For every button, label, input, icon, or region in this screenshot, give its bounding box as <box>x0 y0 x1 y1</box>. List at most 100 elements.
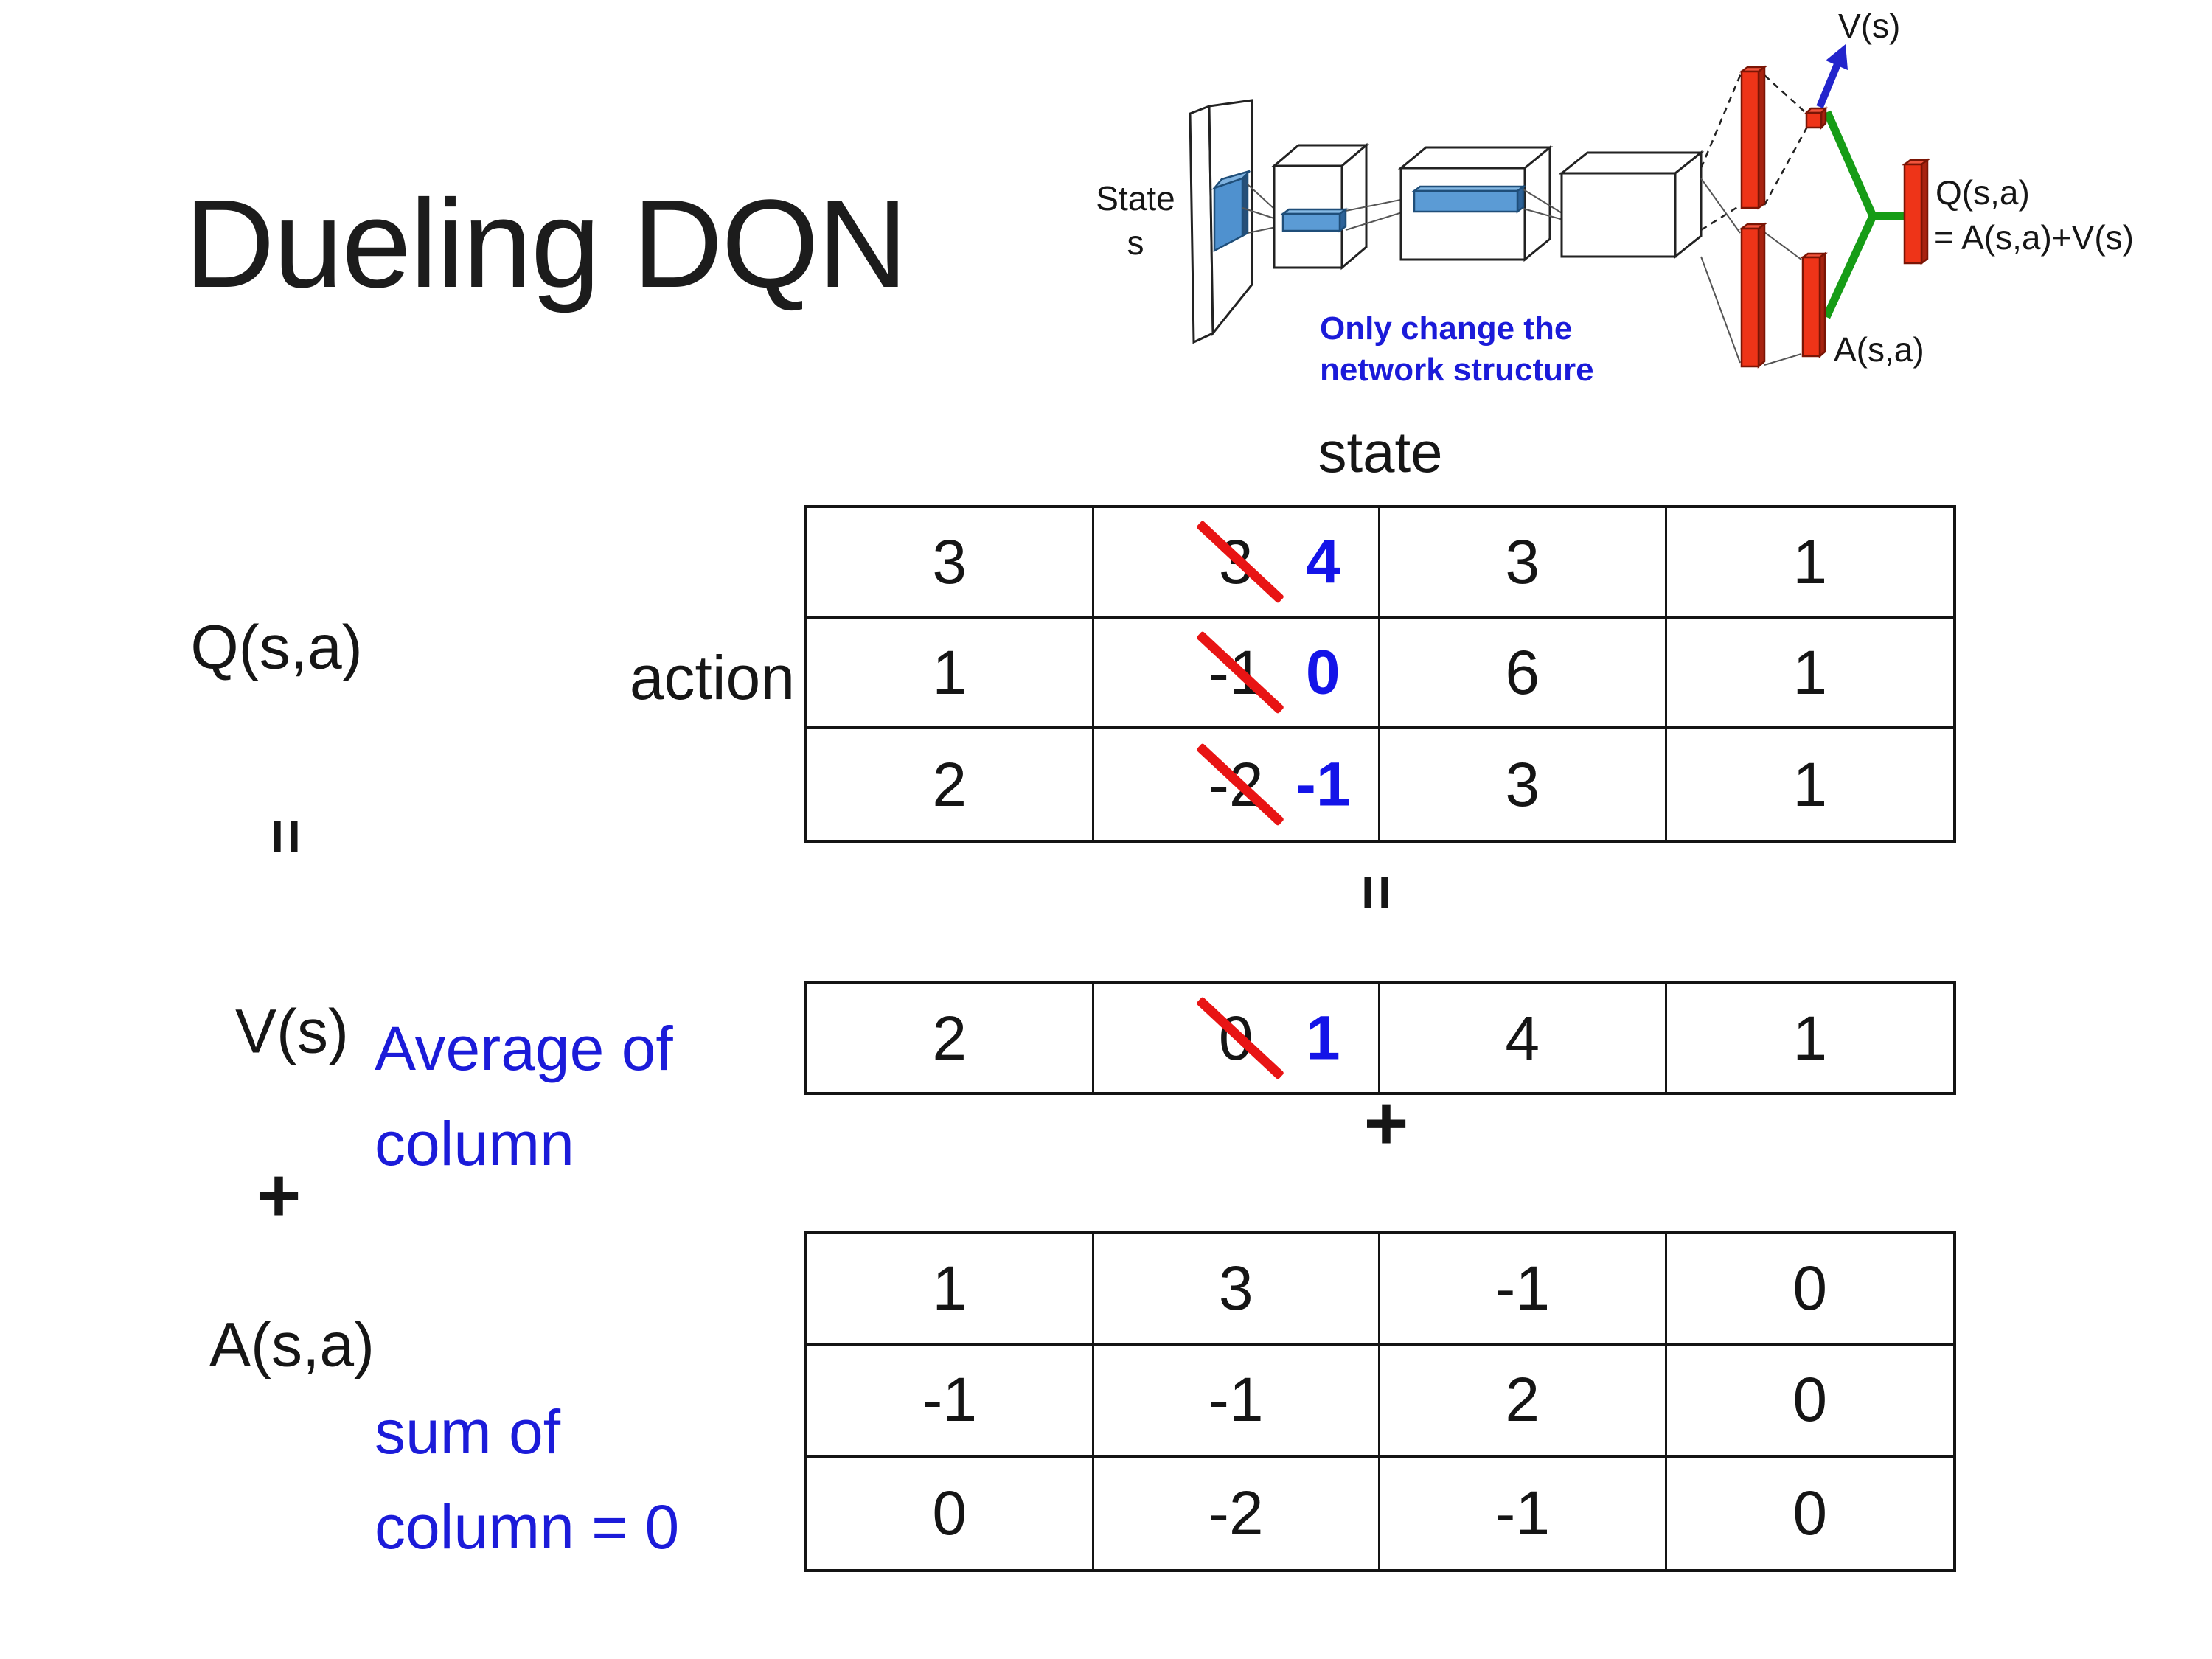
equals-center: = <box>1342 874 1412 911</box>
q-output-label: Q(s,a) <box>1935 173 2030 212</box>
cell-value: 3 <box>1505 526 1540 597</box>
table-cell: 6 <box>1380 619 1667 729</box>
cell-value: 1 <box>932 1253 967 1324</box>
cell-value: -1 <box>1495 1478 1551 1548</box>
conv-box1-side <box>1340 142 1368 271</box>
a-output-label: A(s,a) <box>1834 330 1924 369</box>
cell-value: 1 <box>1792 749 1828 819</box>
a-annotation: sum of column = 0 <box>375 1385 679 1576</box>
table-cell: 1 <box>1667 984 1954 1092</box>
solid-connector <box>1764 232 1802 260</box>
aggregator-green-y <box>1823 110 1877 319</box>
v-matrix-label: V(s) <box>235 996 349 1066</box>
dashed-connector <box>1764 74 1806 114</box>
table-cell: 2 <box>1380 1346 1667 1458</box>
solid-connector <box>1764 353 1802 366</box>
table-cell: -2 <box>1094 1457 1380 1569</box>
cell-value: 0 <box>1792 1253 1828 1324</box>
advantage-bar <box>1801 256 1821 358</box>
table-cell: 1 <box>1666 619 1953 729</box>
cell-value: -2 <box>1208 1478 1264 1548</box>
table-cell: 0 <box>1666 1234 1953 1346</box>
table-cell: -2-1 <box>1094 729 1380 840</box>
cell-value: 1 <box>1792 526 1828 597</box>
dashed-connector <box>1763 126 1809 206</box>
cell-value: 3 <box>932 526 967 597</box>
state-value-table: 2 01 4 1 <box>804 981 1956 1095</box>
cell-value: 2 <box>932 1003 967 1073</box>
cell-value: -1 <box>922 1365 978 1435</box>
fan-line <box>1523 208 1564 220</box>
table-cell: 2 <box>807 729 1094 840</box>
cell-value: -1 <box>1208 1365 1264 1435</box>
state-axis-label: state <box>1318 420 1443 484</box>
action-axis-label: action <box>629 643 795 712</box>
cell-value: 0 <box>932 1478 967 1548</box>
fc-bar1 <box>1740 70 1760 209</box>
table-cell: 3 <box>807 508 1094 619</box>
advantage-table: 1 3 -1 0 -1 -1 2 0 0 -2 -1 0 <box>804 1231 1956 1572</box>
cell-value: 0 <box>1792 1365 1828 1435</box>
state-input-label: State <box>1096 179 1175 218</box>
table-cell: 0 <box>1667 1458 1954 1569</box>
a-annotation-line2: column = 0 <box>375 1492 680 1562</box>
fan-line <box>1523 189 1564 215</box>
v-output-label: V(s) <box>1838 7 1900 45</box>
value-node <box>1805 111 1823 129</box>
cell-value: 1 <box>1792 1003 1828 1073</box>
table-cell: 01 <box>1094 984 1380 1092</box>
cell-value: 3 <box>1218 1253 1253 1324</box>
conv-box3 <box>1560 172 1677 258</box>
cell-value: 2 <box>1505 1365 1540 1435</box>
replacement-value: 1 <box>1305 1003 1340 1073</box>
solid-connector <box>1700 178 1741 234</box>
diagram-note-line1: Only change the <box>1320 310 1572 347</box>
table-cell: 1 <box>1666 508 1953 619</box>
replacement-value: 0 <box>1305 637 1340 707</box>
slide-title: Dueling DQN <box>184 174 908 314</box>
table-cell: 3 <box>1380 508 1667 619</box>
table-cell: -10 <box>1093 619 1380 729</box>
cell-value: 4 <box>1505 1003 1540 1073</box>
cell-value: 0 <box>1792 1478 1828 1548</box>
v-arrow-shaft <box>1816 63 1841 108</box>
diagram-note-line2: network structure <box>1320 352 1594 388</box>
cell-value: 2 <box>932 749 967 819</box>
table-cell: 34 <box>1093 508 1380 619</box>
cell-value: -1 <box>1495 1253 1551 1324</box>
network-diagram: State s V(s) Q(s,a) = A(s,a)+V(s) A(s,a)… <box>1096 7 2134 388</box>
table-cell: 1 <box>807 1234 1094 1346</box>
v-annotation-line1: Average of <box>375 1014 673 1083</box>
table-cell: 3 <box>1093 1234 1380 1346</box>
solid-connector <box>1700 256 1741 364</box>
table-cell: -1 <box>1093 1346 1380 1458</box>
a-annotation-line1: sum of <box>375 1397 561 1467</box>
table-cell: -1 <box>1380 1234 1667 1346</box>
conv-box2 <box>1399 167 1526 261</box>
table-cell: 1 <box>1667 729 1954 840</box>
table-cell: 2 <box>807 984 1094 1092</box>
feature-bar2 <box>1413 189 1519 213</box>
q-output-bar <box>1903 163 1923 265</box>
table-cell: -1 <box>807 1346 1094 1458</box>
table-cell: -1 <box>1380 1457 1667 1569</box>
plus-left: + <box>256 1152 302 1239</box>
cell-value: 6 <box>1505 637 1540 707</box>
v-annotation: Average of column <box>375 1001 673 1192</box>
cell-value: 1 <box>932 637 967 707</box>
feature-bar1 <box>1281 212 1341 232</box>
q-matrix-label: Q(s,a) <box>190 612 363 682</box>
table-cell: 0 <box>807 1457 1094 1569</box>
equals-left: = <box>251 818 321 855</box>
fc-bar2 <box>1740 227 1760 368</box>
v-arrow-head <box>1826 44 1848 70</box>
replacement-value: -1 <box>1295 749 1351 819</box>
dashed-connector <box>1700 73 1742 169</box>
cell-value: 3 <box>1505 749 1540 819</box>
v-annotation-line2: column <box>375 1109 574 1179</box>
cell-value: 1 <box>1792 637 1828 707</box>
table-cell: 0 <box>1666 1346 1953 1458</box>
state-input-label-s: s <box>1127 223 1144 262</box>
a-matrix-label: A(s,a) <box>209 1310 375 1380</box>
q-output-formula: = A(s,a)+V(s) <box>1934 218 2134 257</box>
